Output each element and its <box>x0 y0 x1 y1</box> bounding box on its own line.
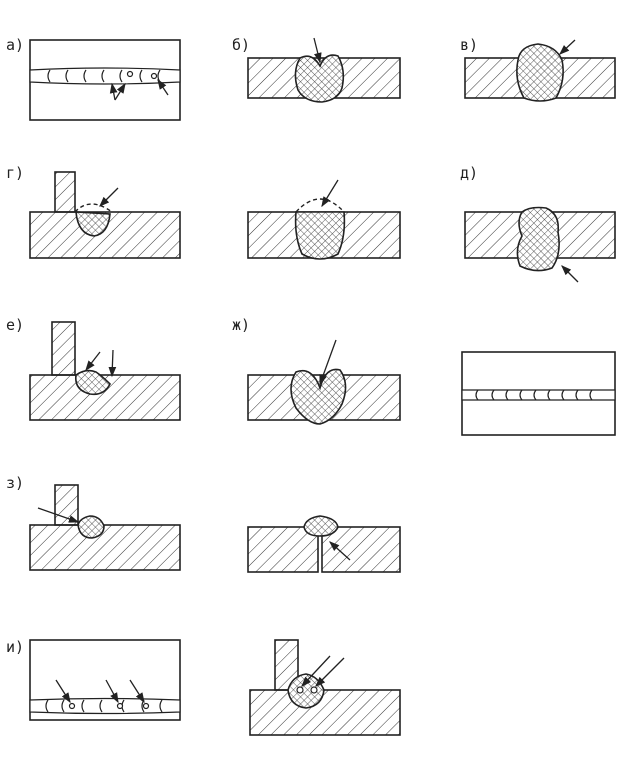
figure-zh: ж) <box>232 316 401 425</box>
figure-v: в) <box>460 36 616 102</box>
figure-e: е) <box>6 316 181 421</box>
figure-i2 <box>249 639 401 736</box>
figure-b: б) <box>232 36 401 103</box>
figure-d: д) <box>460 164 616 283</box>
figure-g: г) <box>6 164 181 259</box>
figure-z: з) <box>6 474 181 571</box>
label-z: з) <box>6 474 24 492</box>
figure-i: и) <box>6 638 181 721</box>
figure-g2 <box>247 179 401 260</box>
figure-a: а) <box>6 36 181 121</box>
figure-z2 <box>247 515 401 573</box>
figure-plan-right <box>461 351 616 436</box>
label-i: и) <box>6 638 24 656</box>
label-b: б) <box>232 36 250 54</box>
label-d: д) <box>460 164 478 182</box>
label-e: е) <box>6 316 24 334</box>
label-g: г) <box>6 164 24 182</box>
label-a: а) <box>6 36 24 54</box>
label-v: в) <box>460 36 478 54</box>
label-zh: ж) <box>232 316 250 334</box>
